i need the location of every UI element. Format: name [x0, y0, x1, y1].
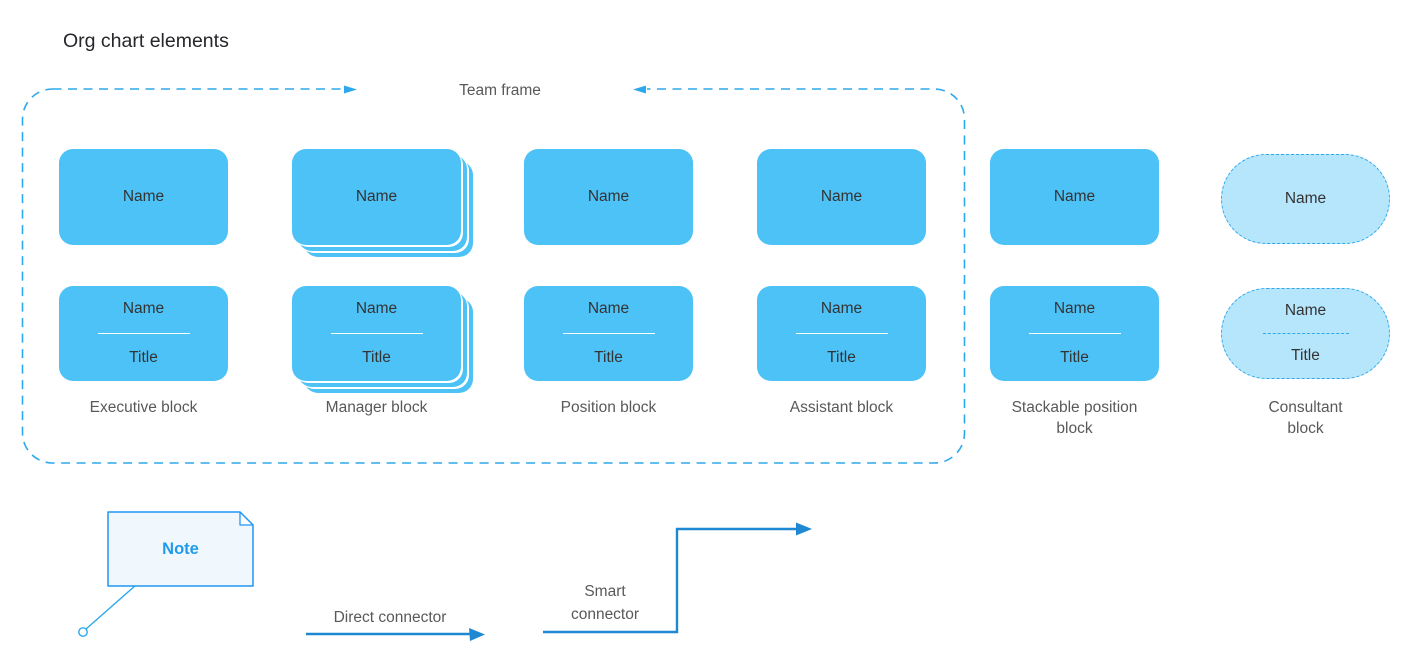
assistant-name-title-card[interactable]: Name Title	[757, 286, 926, 381]
executive-name-card[interactable]: Name	[59, 149, 228, 245]
card-title-text: Title	[1060, 348, 1089, 366]
stackable-position-block-group: Name Name Title Stackable position block	[990, 149, 1159, 439]
executive-name-title-card[interactable]: Name Title	[59, 286, 228, 381]
manager-name-title-card[interactable]: Name Title	[292, 286, 461, 381]
card-name-text: Name	[122, 188, 165, 205]
frame-arrow-left-icon	[633, 85, 646, 94]
manager-block-group: Name Name Title Manager block	[292, 149, 461, 418]
position-block-group: Name Name Title Position block	[524, 149, 693, 418]
card-divider	[330, 332, 423, 335]
card-name-text: Name	[355, 300, 398, 318]
card-divider	[1028, 332, 1121, 335]
direct-connector[interactable]	[298, 620, 498, 648]
card-name-text: Name	[820, 300, 863, 318]
card-name-text: Name	[1284, 302, 1327, 319]
arrowhead-right-icon	[796, 522, 812, 536]
team-frame-label: Team frame	[459, 82, 541, 99]
executive-block-group: Name Name Title Executive block	[59, 149, 228, 418]
card-title-text: Title	[129, 348, 158, 366]
block-caption: Executive block	[89, 399, 198, 416]
block-caption: Stackable position block	[1011, 399, 1138, 437]
consultant-name-title-card[interactable]: Name Title	[1221, 288, 1390, 379]
position-name-card[interactable]: Name	[524, 149, 693, 245]
note-leader-line[interactable]	[85, 584, 137, 630]
stackable-name-card[interactable]: Name	[990, 149, 1159, 245]
card-divider	[795, 332, 888, 335]
assistant-name-card[interactable]: Name	[757, 149, 926, 245]
direct-connector-label: Direct connector	[333, 609, 447, 626]
block-caption: Assistant block	[789, 399, 894, 416]
note-folded-corner-icon	[239, 511, 254, 526]
smart-connector-line[interactable]	[543, 527, 798, 634]
note-shape[interactable]	[107, 511, 254, 587]
arrowhead-right-icon	[469, 628, 485, 641]
team-frame-label-gap	[344, 85, 647, 94]
card-title-text: Title	[827, 348, 856, 366]
card-title-text: Title	[594, 348, 623, 366]
card-name-text: Name	[355, 188, 398, 205]
smart-connector[interactable]	[532, 515, 827, 645]
team-frame[interactable]	[20, 85, 968, 467]
frame-arrow-right-icon	[344, 85, 357, 94]
card-divider	[562, 332, 655, 335]
consultant-block-group: Name Name Title Consultant block	[1221, 154, 1390, 439]
card-title-text: Title	[362, 348, 391, 366]
card-divider	[97, 332, 190, 335]
block-caption: Position block	[560, 399, 657, 416]
note-anchor-circle[interactable]	[78, 627, 88, 637]
page-title: Org chart elements	[63, 30, 229, 52]
assistant-block-group: Name Name Title Assistant block	[757, 149, 926, 418]
card-name-text: Name	[1053, 300, 1096, 318]
note-label: Note	[162, 540, 199, 558]
card-name-text: Name	[587, 188, 630, 205]
card-name-text: Name	[587, 300, 630, 318]
card-name-text: Name	[1284, 190, 1327, 207]
position-name-title-card[interactable]: Name Title	[524, 286, 693, 381]
card-name-text: Name	[1053, 188, 1096, 205]
card-name-text: Name	[820, 188, 863, 205]
smart-connector-label: Smart connector	[570, 583, 640, 623]
card-name-text: Name	[122, 300, 165, 318]
manager-name-card[interactable]: Name	[292, 149, 461, 245]
note-shape-group	[78, 511, 254, 637]
block-caption: Consultant block	[1268, 399, 1343, 437]
card-title-text: Title	[1291, 347, 1320, 364]
consultant-name-card[interactable]: Name	[1221, 154, 1390, 244]
card-divider-dashed	[1262, 333, 1349, 334]
stackable-name-title-card[interactable]: Name Title	[990, 286, 1159, 381]
block-caption: Manager block	[325, 399, 428, 416]
